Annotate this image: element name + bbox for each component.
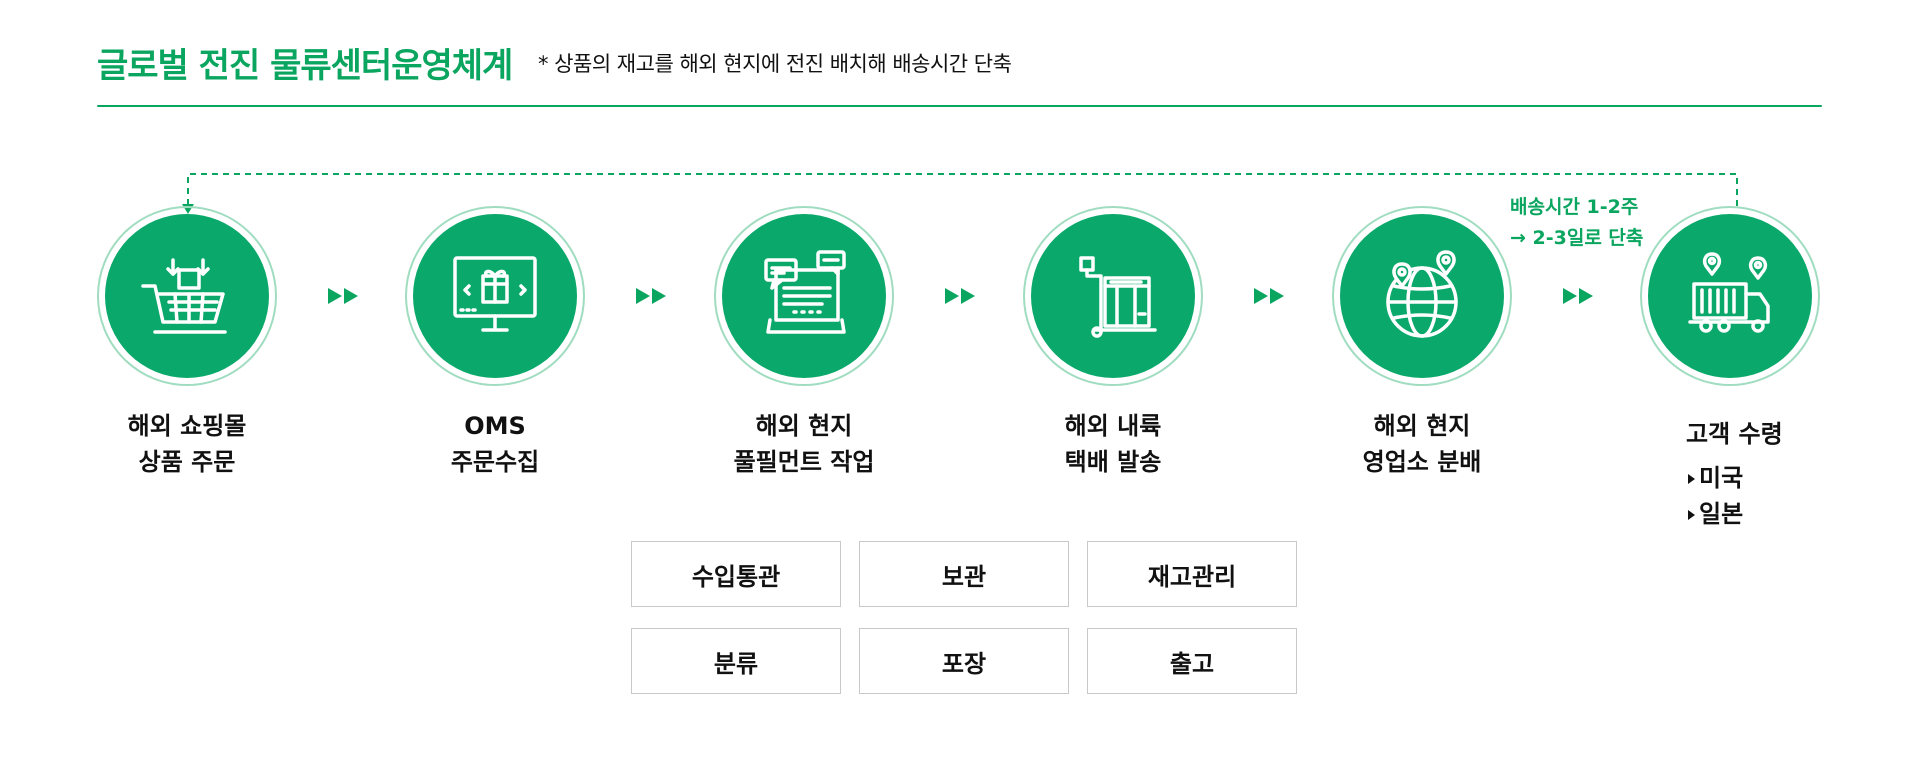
country-label: 일본 (1699, 500, 1744, 528)
node-disc (1340, 214, 1504, 378)
double-chevron-right-icon (636, 288, 666, 304)
step-label-line: 영업소 분배 (1362, 448, 1482, 476)
node-disc (1648, 214, 1812, 378)
task-box: 보관 (859, 541, 1069, 607)
page-title: 글로벌 전진 물류센터운영체계 (97, 46, 513, 86)
customer-country-item: 미국 (1688, 460, 1808, 496)
task-box: 분류 (631, 628, 841, 694)
flow-node-shopping-mall (97, 206, 277, 386)
node-disc (413, 214, 577, 378)
task-box: 포장 (859, 628, 1069, 694)
step-label-line: OMS (464, 412, 526, 440)
node-disc (722, 214, 886, 378)
delivery-time-note: 배송시간 1-2주 → 2-3일로 단축 (1510, 192, 1660, 254)
laptop-chat-icon (764, 250, 846, 334)
step-label-3: 해외 현지 풀필먼트 작업 (654, 408, 954, 480)
node-ring (97, 206, 277, 386)
step-label-line: 해외 현지 (755, 412, 853, 440)
node-ring (1640, 206, 1820, 386)
double-chevron-right-icon (328, 288, 358, 304)
task-box: 재고관리 (1087, 541, 1297, 607)
flow-node-customer-receipt (1640, 206, 1820, 386)
bullet-triangle-icon (1688, 474, 1695, 484)
step-label-line: 풀필먼트 작업 (733, 448, 875, 476)
node-ring (405, 206, 585, 386)
bullet-triangle-icon (1688, 510, 1695, 520)
page-subtitle-note: * 상품의 재고를 해외 현지에 전진 배치해 배송시간 단축 (538, 52, 1012, 76)
flow-node-oms (405, 206, 585, 386)
node-ring (1332, 206, 1512, 386)
hand-truck-boxes-icon (1079, 256, 1157, 338)
task-box: 출고 (1087, 628, 1297, 694)
flow-node-local-branch (1332, 206, 1512, 386)
shopping-cart-icon (141, 258, 227, 334)
task-box: 수입통관 (631, 541, 841, 607)
header-divider (97, 105, 1822, 107)
globe-pins-icon (1386, 250, 1458, 338)
customer-country-item: 일본 (1688, 496, 1808, 532)
delivery-time-before: 배송시간 1-2주 (1510, 196, 1639, 218)
step-label-line: 해외 내륙 (1064, 412, 1162, 440)
step-label-6: 고객 수령 (1686, 420, 1783, 448)
node-ring (714, 206, 894, 386)
step-label-line: 주문수집 (450, 448, 540, 476)
node-disc (1031, 214, 1195, 378)
delivery-time-after: → 2-3일로 단축 (1510, 227, 1644, 249)
step-label-line: 상품 주문 (138, 448, 236, 476)
node-ring (1023, 206, 1203, 386)
step-label-5: 해외 현지 영업소 분배 (1272, 408, 1572, 480)
delivery-truck-icon (1688, 252, 1770, 333)
double-chevron-right-icon (1254, 288, 1284, 304)
country-label: 미국 (1699, 464, 1744, 492)
flow-node-fulfillment (714, 206, 894, 386)
monitor-gift-icon (453, 256, 537, 332)
node-disc (105, 214, 269, 378)
double-chevron-right-icon (1563, 288, 1593, 304)
step-label-4: 해외 내륙 택배 발송 (963, 408, 1263, 480)
flow-node-inland-delivery (1023, 206, 1203, 386)
step-label-line: 해외 현지 (1373, 412, 1471, 440)
step-label-line: 택배 발송 (1064, 448, 1162, 476)
step-label-1: 해외 쇼핑몰 상품 주문 (37, 408, 337, 480)
step-label-2: OMS 주문수집 (345, 408, 645, 480)
step-label-line: 해외 쇼핑몰 (127, 412, 247, 440)
double-chevron-right-icon (945, 288, 975, 304)
